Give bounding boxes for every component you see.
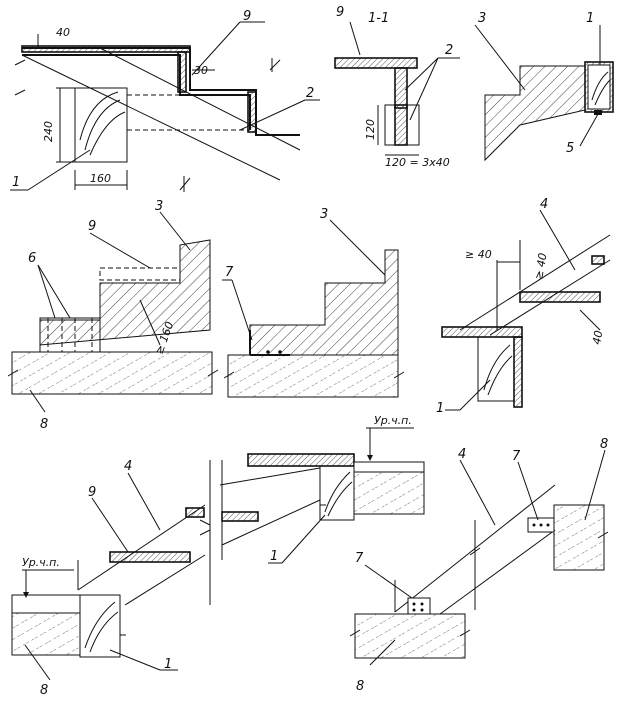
dim-ge40-vertical: ≥ 40 [532,252,549,281]
callout-6: 6 [28,251,36,266]
callout-8-bottom-right: 8 [356,679,364,694]
callout-4-bottom: 4 [124,459,132,474]
callout-7-right: 7 [512,449,521,464]
dim-120x: 120 = 3x40 [385,156,450,169]
callout-8-left: 8 [40,417,48,432]
detail-bottom-left: Ур.ч.п. 4 9 1 8 [11,459,211,698]
detail-stair-bracket: 7 3 [222,207,405,398]
dim-40-right: 40 [590,329,605,345]
callout-5: 5 [566,141,574,156]
callout-1: 1 [12,175,20,190]
callout-1-f: 1 [436,401,444,416]
detail-stair-profile: 9 2 1 40 30 240 160 [10,9,320,192]
section-title: 1-1 [368,11,389,26]
callout-7: 7 [225,265,234,280]
callout-7-bottom: 7 [355,551,364,566]
level-mark-left: Ур.ч.п. [22,556,60,569]
callout-9-section: 9 [336,5,344,20]
detail-tread-stringer: 4 ≥ 40 ≥ 40 40 1 [436,197,611,416]
beam-section [74,87,128,163]
callout-2-section: 2 [445,43,453,58]
callout-9-left: 9 [88,219,96,234]
callout-3-left: 3 [155,199,163,214]
callout-1-mid: 1 [270,549,278,564]
dim-240: 240 [42,121,55,142]
callout-8-right: 8 [600,437,608,452]
callout-4: 4 [540,197,548,212]
level-mark-mid: Ур.ч.п. [374,414,412,427]
callout-3-mid: 3 [320,207,328,222]
callout-9: 9 [243,9,251,24]
callout-1-bottom: 1 [164,657,172,672]
dim-160: 160 [90,172,111,185]
dim-40: 40 [56,26,70,39]
detail-upper-landing: Ур.ч.п. 1 [185,414,425,564]
callout-8-bottom: 8 [40,683,48,698]
callout-2: 2 [306,86,314,101]
callout-9-bottom: 9 [88,485,96,500]
dim-ge40: ≥ 40 [465,248,492,261]
detail-section-1-1: 9 1-1 2 120 120 = 3x40 [334,5,460,169]
detail-stair-on-slab: 6 9 3 ≥ 160 8 [7,199,219,432]
beam-section-bottom [79,594,121,658]
callout-3: 3 [478,11,486,26]
dim-30: 30 [194,64,208,77]
callout-1-right: 1 [586,11,594,26]
dim-120: 120 [364,119,377,140]
callout-4-right: 4 [458,447,466,462]
detail-bottom-right: 4 7 8 7 8 [349,437,608,694]
detail-stringer-end: 3 1 5 [474,11,614,162]
